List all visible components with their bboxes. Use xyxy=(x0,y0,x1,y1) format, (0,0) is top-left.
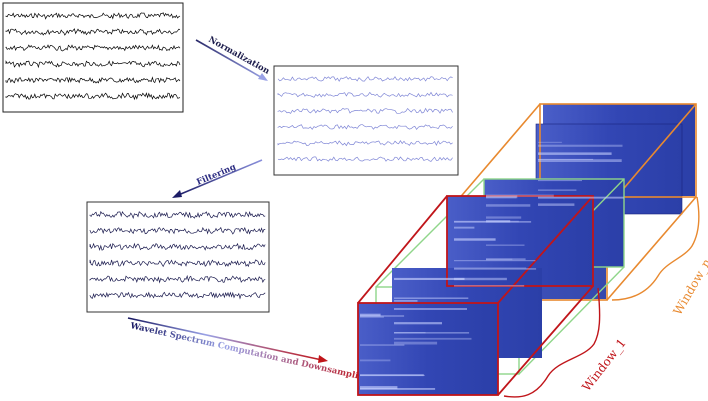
raw-eeg-traces xyxy=(5,12,181,101)
normalized-eeg-panel xyxy=(273,65,459,176)
wavelet-label: Wavelet Spectrum Computation and Downsam… xyxy=(128,321,371,384)
window-1-label: Window_1 xyxy=(579,336,629,394)
spectrogram-streak xyxy=(454,267,527,269)
eeg-channel-trace xyxy=(5,92,181,101)
spectrogram-streak xyxy=(360,359,391,362)
window-n-label: Window_n xyxy=(670,256,708,317)
spectrogram-streak xyxy=(394,300,418,302)
eeg-channel-trace xyxy=(5,28,181,36)
normalization-label: Normalization xyxy=(207,35,272,77)
spectrogram-streak xyxy=(538,141,562,143)
eeg-channel-trace xyxy=(5,76,181,84)
eeg-channel-trace xyxy=(5,60,181,69)
spectrogram-streak xyxy=(394,297,469,299)
spectrogram-streak xyxy=(394,332,470,334)
spectrogram-streak xyxy=(538,144,623,147)
eeg-channel-trace xyxy=(277,91,453,98)
spectrogram-streak xyxy=(394,337,472,340)
spectrogram-streak xyxy=(538,203,575,206)
spectrogram-front-1 xyxy=(358,303,498,395)
spectrogram-streak xyxy=(486,220,511,223)
eeg-channel-trace xyxy=(89,226,266,235)
normalization-arrow: Normalization xyxy=(195,35,272,81)
spectrogram-streak xyxy=(538,159,622,162)
spectrogram-streak xyxy=(486,244,525,246)
eeg-channel-trace xyxy=(89,259,266,268)
eeg-channel-trace xyxy=(89,291,266,300)
spectrogram-streak xyxy=(360,374,425,376)
filtering-arrow: Filtering xyxy=(172,159,263,198)
eeg-channel-trace xyxy=(277,140,453,147)
spectrogram-streak xyxy=(538,196,624,199)
spectrogram-streak xyxy=(454,268,537,270)
spectrogram-streak xyxy=(360,315,405,317)
spectrogram-streak xyxy=(454,238,496,241)
window-n-brace: Window_n xyxy=(611,196,708,318)
spectrogram-streak xyxy=(486,196,517,199)
spectrogram-streak xyxy=(486,195,518,199)
filtered-eeg-traces xyxy=(89,210,266,300)
spectrogram-streak xyxy=(486,204,531,207)
spectrogram-streak xyxy=(454,226,475,229)
spectrogram-streak xyxy=(454,277,507,281)
spectrogram-streak xyxy=(360,374,424,377)
spectrogram-streak xyxy=(486,216,522,219)
eeg-channel-trace xyxy=(5,44,181,52)
eeg-channel-trace xyxy=(89,274,266,284)
wavelet-arrow: Wavelet Spectrum Computation and Downsam… xyxy=(127,317,371,384)
spectrogram-streak xyxy=(394,341,438,345)
spectrogram-streak xyxy=(486,194,554,197)
window-1 xyxy=(357,195,594,396)
spectrogram-streak xyxy=(360,344,405,346)
spectrogram-streak xyxy=(360,316,384,318)
spectrogram-streak xyxy=(360,386,398,389)
spectrogram-streak xyxy=(454,285,525,287)
eeg-channel-trace xyxy=(5,12,181,20)
spectrogram-streak xyxy=(486,258,513,261)
window-stack xyxy=(357,103,697,396)
eeg-channel-trace xyxy=(89,242,266,252)
eeg-channel-trace xyxy=(277,156,453,162)
filtered-eeg-panel xyxy=(86,201,270,313)
eeg-channel-trace xyxy=(277,76,453,82)
normalized-eeg-traces xyxy=(277,76,453,162)
spectrogram-streak xyxy=(360,388,436,390)
eeg-channel-trace xyxy=(277,107,453,114)
filtering-label: Filtering xyxy=(195,162,237,188)
raw-eeg-panel xyxy=(2,2,184,113)
spectrogram-streak xyxy=(486,258,526,261)
spectrogram-streak xyxy=(538,152,612,155)
spectrogram-streak xyxy=(538,189,577,191)
eeg-channel-trace xyxy=(89,210,266,220)
spectrogram-streak xyxy=(394,277,465,280)
spectrogram-streaks xyxy=(360,141,624,390)
spectrogram-streak xyxy=(538,158,594,160)
spectrogram-streak xyxy=(394,308,467,310)
eeg-channel-trace xyxy=(277,124,453,131)
spectrogram-streak xyxy=(360,313,381,317)
spectrogram-streak xyxy=(538,180,582,182)
spectrogram-streak xyxy=(394,322,442,325)
spectrogram-streak xyxy=(454,260,536,262)
